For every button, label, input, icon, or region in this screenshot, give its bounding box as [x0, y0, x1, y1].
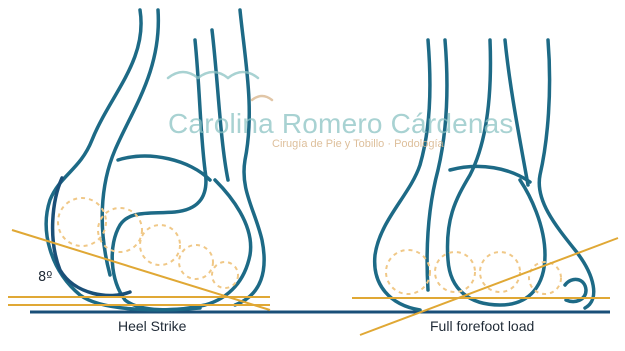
right-calcaneus	[450, 166, 530, 182]
right-foot	[375, 40, 594, 310]
watermark-logo-arcs	[168, 72, 272, 100]
left-contact-circle	[58, 198, 106, 246]
left-calcaneus	[118, 156, 210, 180]
watermark-arc-accent	[252, 96, 272, 100]
right-contact-circle	[480, 252, 520, 292]
left-contact-circle	[179, 245, 213, 279]
left-foot	[46, 10, 264, 310]
watermark-name: Carolina Romero Cárdenas	[168, 108, 514, 140]
angle-label: 8º	[38, 270, 52, 285]
watermark-arc	[228, 72, 258, 78]
caption-full-forefoot-load: Full forefoot load	[430, 318, 534, 334]
left-bone-tibia	[112, 40, 250, 310]
right-contact-circle	[386, 250, 430, 294]
watermark-arc	[198, 72, 228, 78]
left-contact-circle	[212, 262, 238, 288]
right-leg-outline-back	[375, 40, 430, 310]
left-tendon	[102, 10, 158, 275]
watermark-subtitle: Cirugía de Pie y Tobillo · Podología	[272, 138, 444, 150]
left-contact-circle	[140, 225, 180, 265]
right-leg-outline-front	[539, 40, 593, 308]
left-bone-fibula	[212, 30, 228, 180]
watermark-arc	[168, 72, 198, 78]
right-bone-tibia	[447, 40, 545, 305]
caption-heel-strike: Heel Strike	[118, 318, 186, 334]
